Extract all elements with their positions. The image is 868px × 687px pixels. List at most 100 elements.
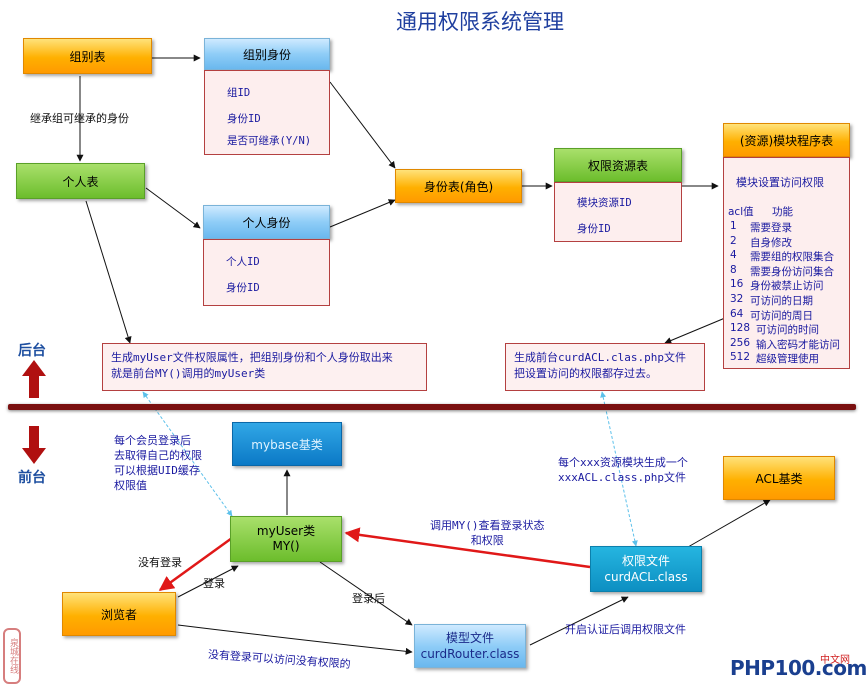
- edge-browser-login: [177, 565, 239, 598]
- member-login-line4: 权限值: [114, 479, 147, 492]
- watermark-cn: 中文网: [820, 655, 850, 666]
- field-inheritable: 是否可继承(Y/N): [227, 135, 312, 147]
- acl-function-512: 超级管理使用: [756, 353, 819, 366]
- group-table-node: 组别表: [23, 38, 152, 74]
- back-zone-label: 后台: [18, 343, 46, 359]
- mybase-class-node: mybase基类: [232, 422, 342, 466]
- field-person-identity-id: 身份ID: [226, 282, 260, 294]
- watermark-php100: PHP100.com: [730, 656, 867, 680]
- generate-acl-line2: 把设置访问的权限都存过去。: [514, 367, 657, 380]
- edge-permission-to-aclbase: [687, 499, 771, 548]
- acl-function-1: 需要登录: [750, 222, 792, 234]
- person-identity-header: 个人身份: [203, 205, 330, 239]
- module-program-header: (资源)模块程序表: [723, 123, 850, 157]
- acl-value-8: 8: [730, 263, 737, 276]
- acl-function-2: 自身修改: [750, 236, 792, 249]
- field-resource-identity-id: 身份ID: [577, 223, 611, 235]
- after-login-label: 登录后: [352, 592, 385, 605]
- per-module-line1: 每个xxx资源模块生成一个: [558, 456, 688, 469]
- generate-myuser-line1: 生成myUser文件权限属性，把组别身份和个人身份取出来: [111, 351, 393, 364]
- edge-module-to-gen-acl: [664, 317, 726, 344]
- call-my-line2: 和权限: [470, 534, 504, 547]
- generate-myuser-line2: 就是前台MY()调用的myUser类: [111, 367, 266, 380]
- inherit-edge-label: 继承组可继承的身份: [30, 112, 129, 125]
- acl-function-16: 身份被禁止访问: [750, 280, 824, 293]
- call-my-line1: 调用MY()查看登录状态: [430, 519, 545, 532]
- edge-personidentity-to-identity: [329, 199, 396, 228]
- browser-node: 浏览者: [62, 592, 176, 636]
- edge-person-to-gen-myuser: [85, 200, 132, 344]
- back-zone-arrow: [22, 360, 46, 398]
- member-login-line1: 每个会员登录后: [114, 434, 191, 447]
- not-logged-label: 没有登录: [138, 556, 182, 569]
- acl-value-64: 64: [730, 307, 744, 320]
- edge-myuser-to-model: [319, 561, 413, 626]
- field-module-resource-id: 模块资源ID: [577, 197, 632, 209]
- acl-value-128: 128: [730, 322, 751, 335]
- permission-file-node: 权限文件 curdACL.class: [590, 546, 702, 592]
- module-program-subtitle: 模块设置访问权限: [736, 176, 824, 189]
- edge-gen-acl-to-permission: [600, 391, 638, 547]
- model-file-node: 模型文件 curdRouter.class: [414, 624, 526, 668]
- field-person-id: 个人ID: [226, 256, 260, 268]
- field-identity-id: 身份ID: [227, 113, 261, 125]
- acl-function-64: 可访问的周日: [750, 309, 813, 322]
- edge-myuser-to-browser: [158, 536, 233, 592]
- identity-table-node: 身份表(角色): [395, 169, 522, 203]
- member-login-line2: 去取得自己的权限: [114, 449, 202, 462]
- acl-header-value: acl值: [728, 206, 754, 218]
- generate-myuser-note: 生成myUser文件权限属性，把组别身份和个人身份取出来 就是前台MY()调用的…: [102, 343, 427, 391]
- acl-value-512: 512: [730, 351, 751, 364]
- module-program-body: 模块设置访问权限 acl值 功能 1 需要登录 2 自身修改 4 需要组的权限集合 8 需要身…: [723, 157, 850, 369]
- edge-groupidentity-to-identity: [329, 81, 396, 169]
- acl-function-128: 可访问的时间: [756, 324, 819, 337]
- resource-table-fields: 模块资源ID 身份ID: [554, 182, 682, 242]
- acl-value-4: 4: [730, 249, 737, 262]
- member-login-line3: 可以根据UID缓存: [114, 464, 200, 477]
- generate-acl-line1: 生成前台curdACL.clas.php文件: [514, 351, 686, 364]
- acl-table: 1 需要登录 2 自身修改 4 需要组的权限集合 8 需要身份访问集合 16 身份被禁止访问 32 可…: [724, 158, 851, 370]
- generate-acl-note: 生成前台curdACL.clas.php文件 把设置访问的权限都存过去。: [505, 343, 705, 391]
- edge-person-to-personidentity: [145, 187, 201, 229]
- model-file-title: 模型文件: [445, 631, 494, 645]
- acl-base-node: ACL基类: [723, 456, 835, 500]
- model-file-class: curdRouter.class: [420, 647, 520, 661]
- front-zone-arrow: [22, 426, 46, 464]
- call-my-label: 调用MY()查看登录状态 和权限: [430, 518, 545, 548]
- resource-table-header: 权限资源表: [554, 148, 682, 182]
- myuser-class-node: myUser类 MY(): [230, 516, 342, 562]
- permission-file-class: curdACL.class: [604, 570, 688, 584]
- acl-function-32: 可访问的日期: [750, 295, 813, 307]
- group-identity-header: 组别身份: [204, 38, 330, 70]
- per-module-line2: xxxACL.class.php文件: [558, 471, 686, 484]
- acl-function-8: 需要身份访问集合: [750, 265, 834, 278]
- acl-function-256: 输入密码才能访问: [756, 338, 840, 351]
- member-login-label: 每个会员登录后 去取得自己的权限 可以根据UID缓存 权限值: [114, 433, 202, 493]
- myuser-class-name: myUser类: [256, 524, 316, 538]
- login-label: 登录: [203, 577, 225, 590]
- acl-function-4: 需要组的权限集合: [750, 251, 834, 264]
- acl-value-32: 32: [730, 293, 744, 305]
- acl-value-2: 2: [730, 234, 737, 247]
- edge-browser-to-model: [177, 624, 413, 655]
- seal-stamp: 泉城在线: [3, 628, 21, 684]
- acl-value-256: 256: [730, 336, 751, 349]
- zone-divider: [8, 404, 856, 410]
- edge-gen-myuser-to-myuser: [142, 391, 233, 517]
- diagram-title: 通用权限系统管理: [396, 10, 564, 34]
- person-table-node: 个人表: [16, 163, 145, 199]
- edge-model-to-permission: [529, 596, 629, 646]
- auth-call-label: 开启认证后调用权限文件: [565, 623, 686, 636]
- field-group-id: 组ID: [227, 87, 251, 99]
- permission-file-title: 权限文件: [621, 554, 670, 568]
- group-identity-fields: 组ID 身份ID 是否可继承(Y/N): [204, 70, 330, 155]
- person-identity-fields: 个人ID 身份ID: [203, 239, 330, 306]
- acl-value-16: 16: [730, 278, 744, 291]
- acl-header-function: 功能: [772, 206, 793, 218]
- acl-value-1: 1: [730, 220, 737, 232]
- per-module-label: 每个xxx资源模块生成一个 xxxACL.class.php文件: [558, 455, 688, 485]
- front-zone-label: 前台: [18, 470, 46, 486]
- edge-permission-to-myuser: [344, 527, 591, 569]
